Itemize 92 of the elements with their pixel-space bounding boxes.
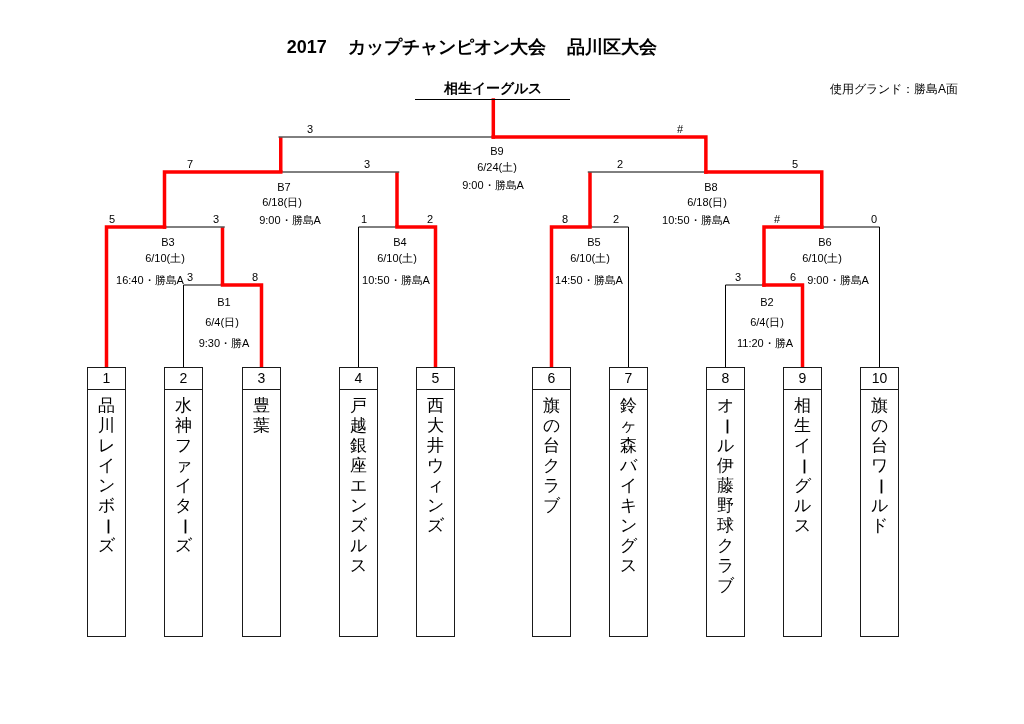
team-name: 旗の台クラブ [542,396,561,516]
match-time: 9:30・勝A [198,336,250,350]
team-name: 戸越銀座エンズルス [349,396,368,576]
bracket-line [725,284,765,368]
match-code: B3 [161,235,175,249]
team-name: 品川レインボーズ [96,396,117,556]
venue-note: 使用グランド：勝島A面 [830,82,958,96]
team-name: 旗の台ワールド [869,396,890,536]
seed-number: 5 [431,370,440,386]
score: 5 [108,213,116,225]
bracket-line [280,171,400,227]
match-time: 9:00・勝島A [807,273,869,287]
match-date: 6/4(日) [205,315,239,329]
score: 5 [791,158,799,170]
score: 2 [426,213,434,225]
match-date: 6/24(土) [477,160,517,174]
team-box [164,367,203,637]
team-box [416,367,455,637]
match-date: 6/10(土) [802,251,842,265]
team-name: 水神ファイターズ [173,396,194,556]
match-code: B5 [587,235,601,249]
match-code: B8 [704,180,718,194]
bracket-line [162,170,283,229]
match-code: B9 [490,144,504,158]
team-box [532,367,571,637]
bracket-line [491,98,496,139]
bracket-line [395,225,438,369]
bracket-line [549,225,592,369]
seed-number: 3 [257,370,266,386]
team-box [87,367,126,637]
match-code: B2 [760,295,774,309]
score: 2 [616,158,624,170]
seed-number: 8 [721,370,730,386]
match-time: 10:50・勝島A [362,273,430,287]
score: 7 [186,158,194,170]
match-time: 16:40・勝島A [116,273,184,287]
match-date: 6/10(土) [570,251,610,265]
score: # [773,213,781,225]
score: 2 [612,213,620,225]
match-code: B7 [277,180,291,194]
seed-number: 10 [871,370,888,386]
score: 3 [186,271,194,283]
score: 3 [306,123,314,135]
match-date: 6/10(土) [377,251,417,265]
team-box [706,367,745,637]
team-box [339,367,378,637]
match-date: 6/18(日) [262,195,302,209]
bracket-line [821,226,880,368]
match-date: 6/4(日) [750,315,784,329]
seed-number: 4 [354,370,363,386]
seed-number: 7 [624,370,633,386]
bracket-line [220,283,264,369]
seed-number: 9 [798,370,807,386]
bracket-line [587,171,707,227]
team-name: 鈴ヶ森バイキングス [619,396,639,576]
team-box [609,367,648,637]
team-name: 豊葉 [252,396,271,436]
bracket-line [278,136,494,172]
team-box [242,367,281,637]
match-time: 11:20・勝A [736,336,794,350]
bracket-line [589,226,629,368]
team-name: オール伊藤野球クラブ [715,396,736,596]
seed-number: 6 [547,370,556,386]
score: 3 [734,271,742,283]
team-name: 西大井ウィンズ [426,396,445,536]
title: 2017 カップチャンピオン大会 品川区大会 [286,36,658,58]
match-date: 6/18(日) [687,195,727,209]
match-time: 14:50・勝島A [555,273,623,287]
score: 8 [251,271,259,283]
score: 3 [363,158,371,170]
match-date: 6/10(土) [145,251,185,265]
bracket-line [183,284,223,368]
match-time: 9:00・勝島A [259,213,321,227]
bracket-line [164,226,225,285]
score: 8 [561,213,569,225]
score: 1 [360,213,368,225]
team-name: 相生イーグルス [792,396,813,536]
score: 3 [212,213,220,225]
team-box [860,367,899,637]
match-code: B1 [217,295,231,309]
score: 6 [789,271,797,283]
score: 0 [870,213,878,225]
score: # [676,123,684,135]
team-box [783,367,822,637]
bracket-line [358,226,398,368]
match-code: B6 [818,235,832,249]
champion-name: 相生イーグルス [415,79,570,100]
match-code: B4 [393,235,407,249]
match-time: 9:00・勝島A [462,178,524,192]
seed-number: 2 [179,370,188,386]
seed-number: 1 [102,370,111,386]
match-time: 10:50・勝島A [662,213,730,227]
